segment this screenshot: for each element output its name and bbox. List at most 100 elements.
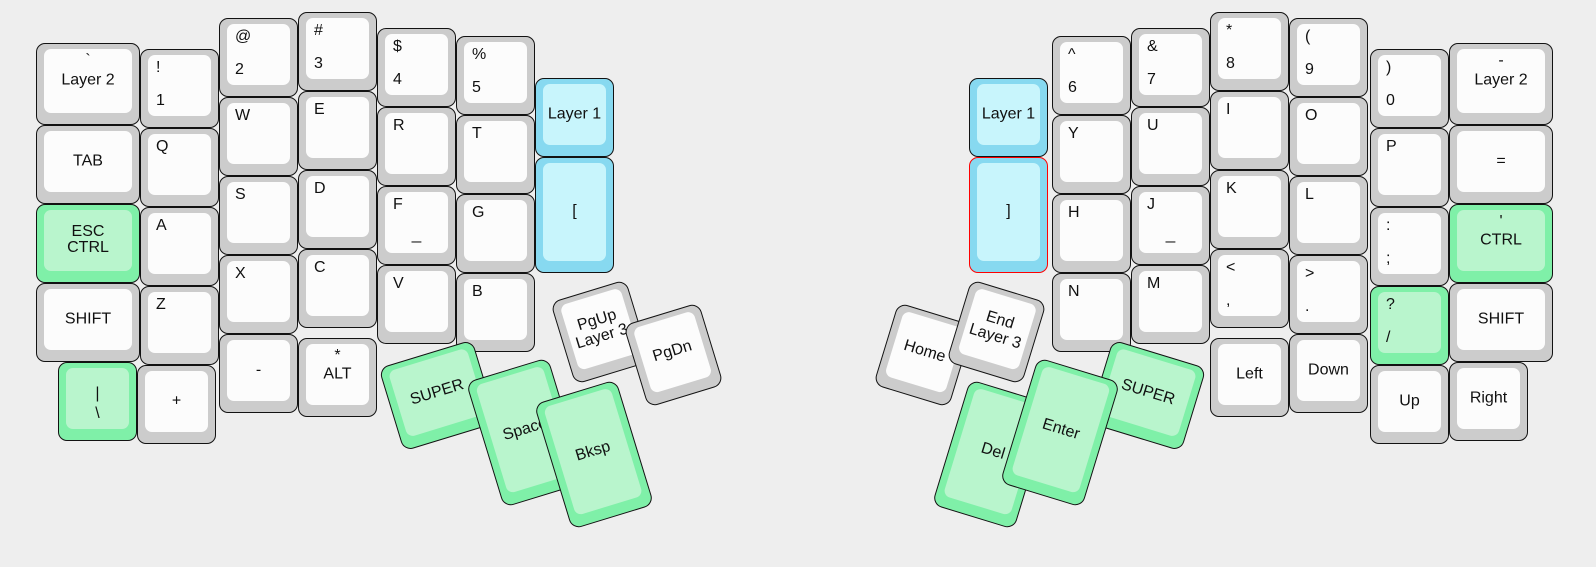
legend-top: J bbox=[1147, 196, 1155, 213]
key-r-u[interactable]: U bbox=[1131, 107, 1210, 186]
home-row-indicator: _ bbox=[1165, 224, 1176, 244]
keycap: <, bbox=[1218, 255, 1281, 316]
key-r-layer1[interactable]: Layer 1 bbox=[969, 78, 1048, 157]
key-l-alt[interactable]: *ALT bbox=[298, 338, 377, 417]
key-l-3[interactable]: #3 bbox=[298, 12, 377, 91]
key-r-n[interactable]: N bbox=[1052, 273, 1131, 352]
legend-top: X bbox=[235, 265, 246, 282]
key-r-8[interactable]: *8 bbox=[1210, 12, 1289, 91]
key-l-a[interactable]: A bbox=[140, 207, 219, 286]
key-r-semicolon[interactable]: :; bbox=[1370, 207, 1449, 286]
key-l-1[interactable]: !1 bbox=[140, 49, 219, 128]
legend-top: V bbox=[393, 275, 404, 292]
keycap: Bksp bbox=[543, 387, 644, 516]
legend-top: # bbox=[314, 22, 323, 39]
keycap: H bbox=[1060, 200, 1123, 261]
home-row-indicator: _ bbox=[411, 224, 422, 244]
key-l-plus[interactable]: + bbox=[137, 365, 216, 444]
keycap: S bbox=[227, 182, 290, 243]
legend-center: Up bbox=[1399, 392, 1420, 410]
legend-top: L bbox=[1305, 186, 1314, 203]
key-l-shift[interactable]: SHIFT bbox=[36, 283, 140, 362]
legend-center: Enter bbox=[1040, 415, 1082, 443]
key-l-v[interactable]: V bbox=[377, 265, 456, 344]
key-l-layer1[interactable]: Layer 1 bbox=[535, 78, 614, 157]
keycap: N bbox=[1060, 279, 1123, 340]
legend-top: | bbox=[95, 385, 100, 402]
keycap: F_ bbox=[385, 192, 448, 253]
key-l-q[interactable]: Q bbox=[140, 128, 219, 207]
key-l-4[interactable]: $4 bbox=[377, 28, 456, 107]
key-r-0[interactable]: )0 bbox=[1370, 49, 1449, 128]
key-r-m[interactable]: M bbox=[1131, 265, 1210, 344]
key-l-d[interactable]: D bbox=[298, 170, 377, 249]
key-r-h[interactable]: H bbox=[1052, 194, 1131, 273]
key-r-o[interactable]: O bbox=[1289, 97, 1368, 176]
keycap: L bbox=[1297, 182, 1360, 243]
key-r-shift[interactable]: SHIFT bbox=[1449, 283, 1553, 362]
key-l-w[interactable]: W bbox=[219, 97, 298, 176]
key-r-9[interactable]: (9 bbox=[1289, 18, 1368, 97]
key-l-5[interactable]: %5 bbox=[456, 36, 535, 115]
key-r-p[interactable]: P bbox=[1370, 128, 1449, 207]
key-l-c[interactable]: C bbox=[298, 249, 377, 328]
key-l-f[interactable]: F_ bbox=[377, 186, 456, 265]
legend-bottom: 3 bbox=[314, 55, 323, 73]
key-l-z[interactable]: Z bbox=[140, 286, 219, 365]
key-r-equal[interactable]: = bbox=[1449, 125, 1553, 204]
key-l-e[interactable]: E bbox=[298, 91, 377, 170]
key-r-layer2[interactable]: -Layer 2 bbox=[1449, 43, 1553, 125]
key-l-esc[interactable]: ESC CTRL bbox=[36, 204, 140, 283]
key-r-rbracket[interactable]: ] bbox=[969, 157, 1048, 273]
key-l-pgdn[interactable]: PgDn bbox=[623, 302, 724, 408]
key-l-t[interactable]: T bbox=[456, 115, 535, 194]
key-l-bksp[interactable]: Bksp bbox=[533, 379, 655, 530]
key-l-minus[interactable]: - bbox=[219, 334, 298, 413]
keycap: T bbox=[464, 121, 527, 182]
keycap: + bbox=[145, 371, 208, 432]
key-l-tab[interactable]: TAB bbox=[36, 125, 140, 204]
legend-center: SHIFT bbox=[64, 310, 112, 328]
key-r-end[interactable]: End Layer 3 bbox=[946, 279, 1047, 385]
keycap: PgDn bbox=[632, 310, 713, 394]
key-l-lbracket[interactable]: [ bbox=[535, 157, 614, 273]
key-r-l[interactable]: L bbox=[1289, 176, 1368, 255]
key-r-period[interactable]: >. bbox=[1289, 255, 1368, 334]
key-l-2[interactable]: @2 bbox=[219, 18, 298, 97]
key-r-comma[interactable]: <, bbox=[1210, 249, 1289, 328]
legend-top: Z bbox=[156, 296, 166, 313]
legend-bottom: . bbox=[1305, 298, 1310, 316]
key-r-right[interactable]: Right bbox=[1449, 362, 1528, 441]
key-l-x[interactable]: X bbox=[219, 255, 298, 334]
legend-top: R bbox=[393, 117, 405, 134]
legend-top: Q bbox=[156, 138, 169, 155]
key-r-6[interactable]: ^6 bbox=[1052, 36, 1131, 115]
keycap: C bbox=[306, 255, 369, 316]
legend-top: : bbox=[1386, 217, 1391, 234]
key-r-y[interactable]: Y bbox=[1052, 115, 1131, 194]
legend-top: ( bbox=[1305, 28, 1311, 45]
keycap: = bbox=[1457, 131, 1545, 192]
key-r-j[interactable]: J_ bbox=[1131, 186, 1210, 265]
legend-center: = bbox=[1496, 152, 1506, 170]
key-l-layer2[interactable]: `Layer 2 bbox=[36, 43, 140, 125]
key-r-k[interactable]: K bbox=[1210, 170, 1289, 249]
key-r-up[interactable]: Up bbox=[1370, 365, 1449, 444]
key-l-s[interactable]: S bbox=[219, 176, 298, 255]
key-r-left[interactable]: Left bbox=[1210, 338, 1289, 417]
key-r-slash[interactable]: ?/ bbox=[1370, 286, 1449, 365]
key-l-backslash[interactable]: |\ bbox=[58, 362, 137, 441]
key-r-down[interactable]: Down bbox=[1289, 334, 1368, 413]
key-l-g[interactable]: G bbox=[456, 194, 535, 273]
key-l-b[interactable]: B bbox=[456, 273, 535, 352]
key-l-r[interactable]: R bbox=[377, 107, 456, 186]
keycap: *8 bbox=[1218, 18, 1281, 79]
key-r-i[interactable]: I bbox=[1210, 91, 1289, 170]
legend-top: N bbox=[1068, 283, 1080, 300]
key-r-7[interactable]: &7 bbox=[1131, 28, 1210, 107]
legend-bottom: 8 bbox=[1226, 55, 1235, 73]
legend-center: End Layer 3 bbox=[967, 307, 1024, 353]
legend-bottom: \ bbox=[95, 405, 100, 422]
key-r-ctrl[interactable]: 'CTRL bbox=[1449, 204, 1553, 283]
keycap: E bbox=[306, 97, 369, 158]
